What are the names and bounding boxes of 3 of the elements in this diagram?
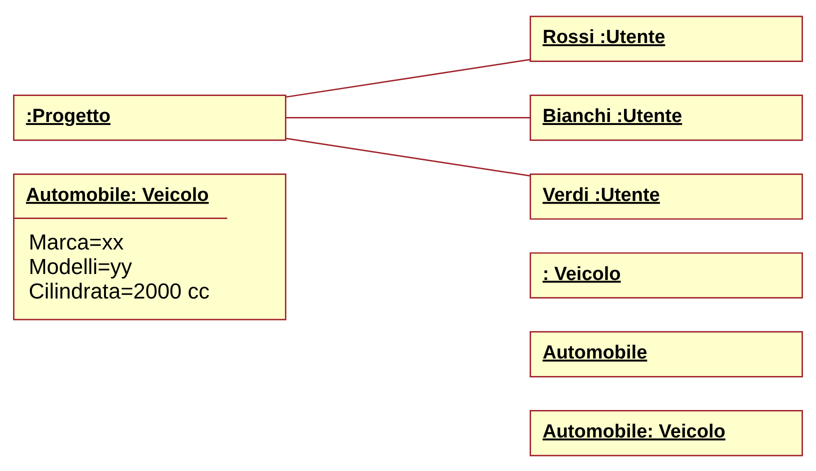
connector [286,58,530,98]
connector [286,137,530,176]
connector [286,116,530,118]
